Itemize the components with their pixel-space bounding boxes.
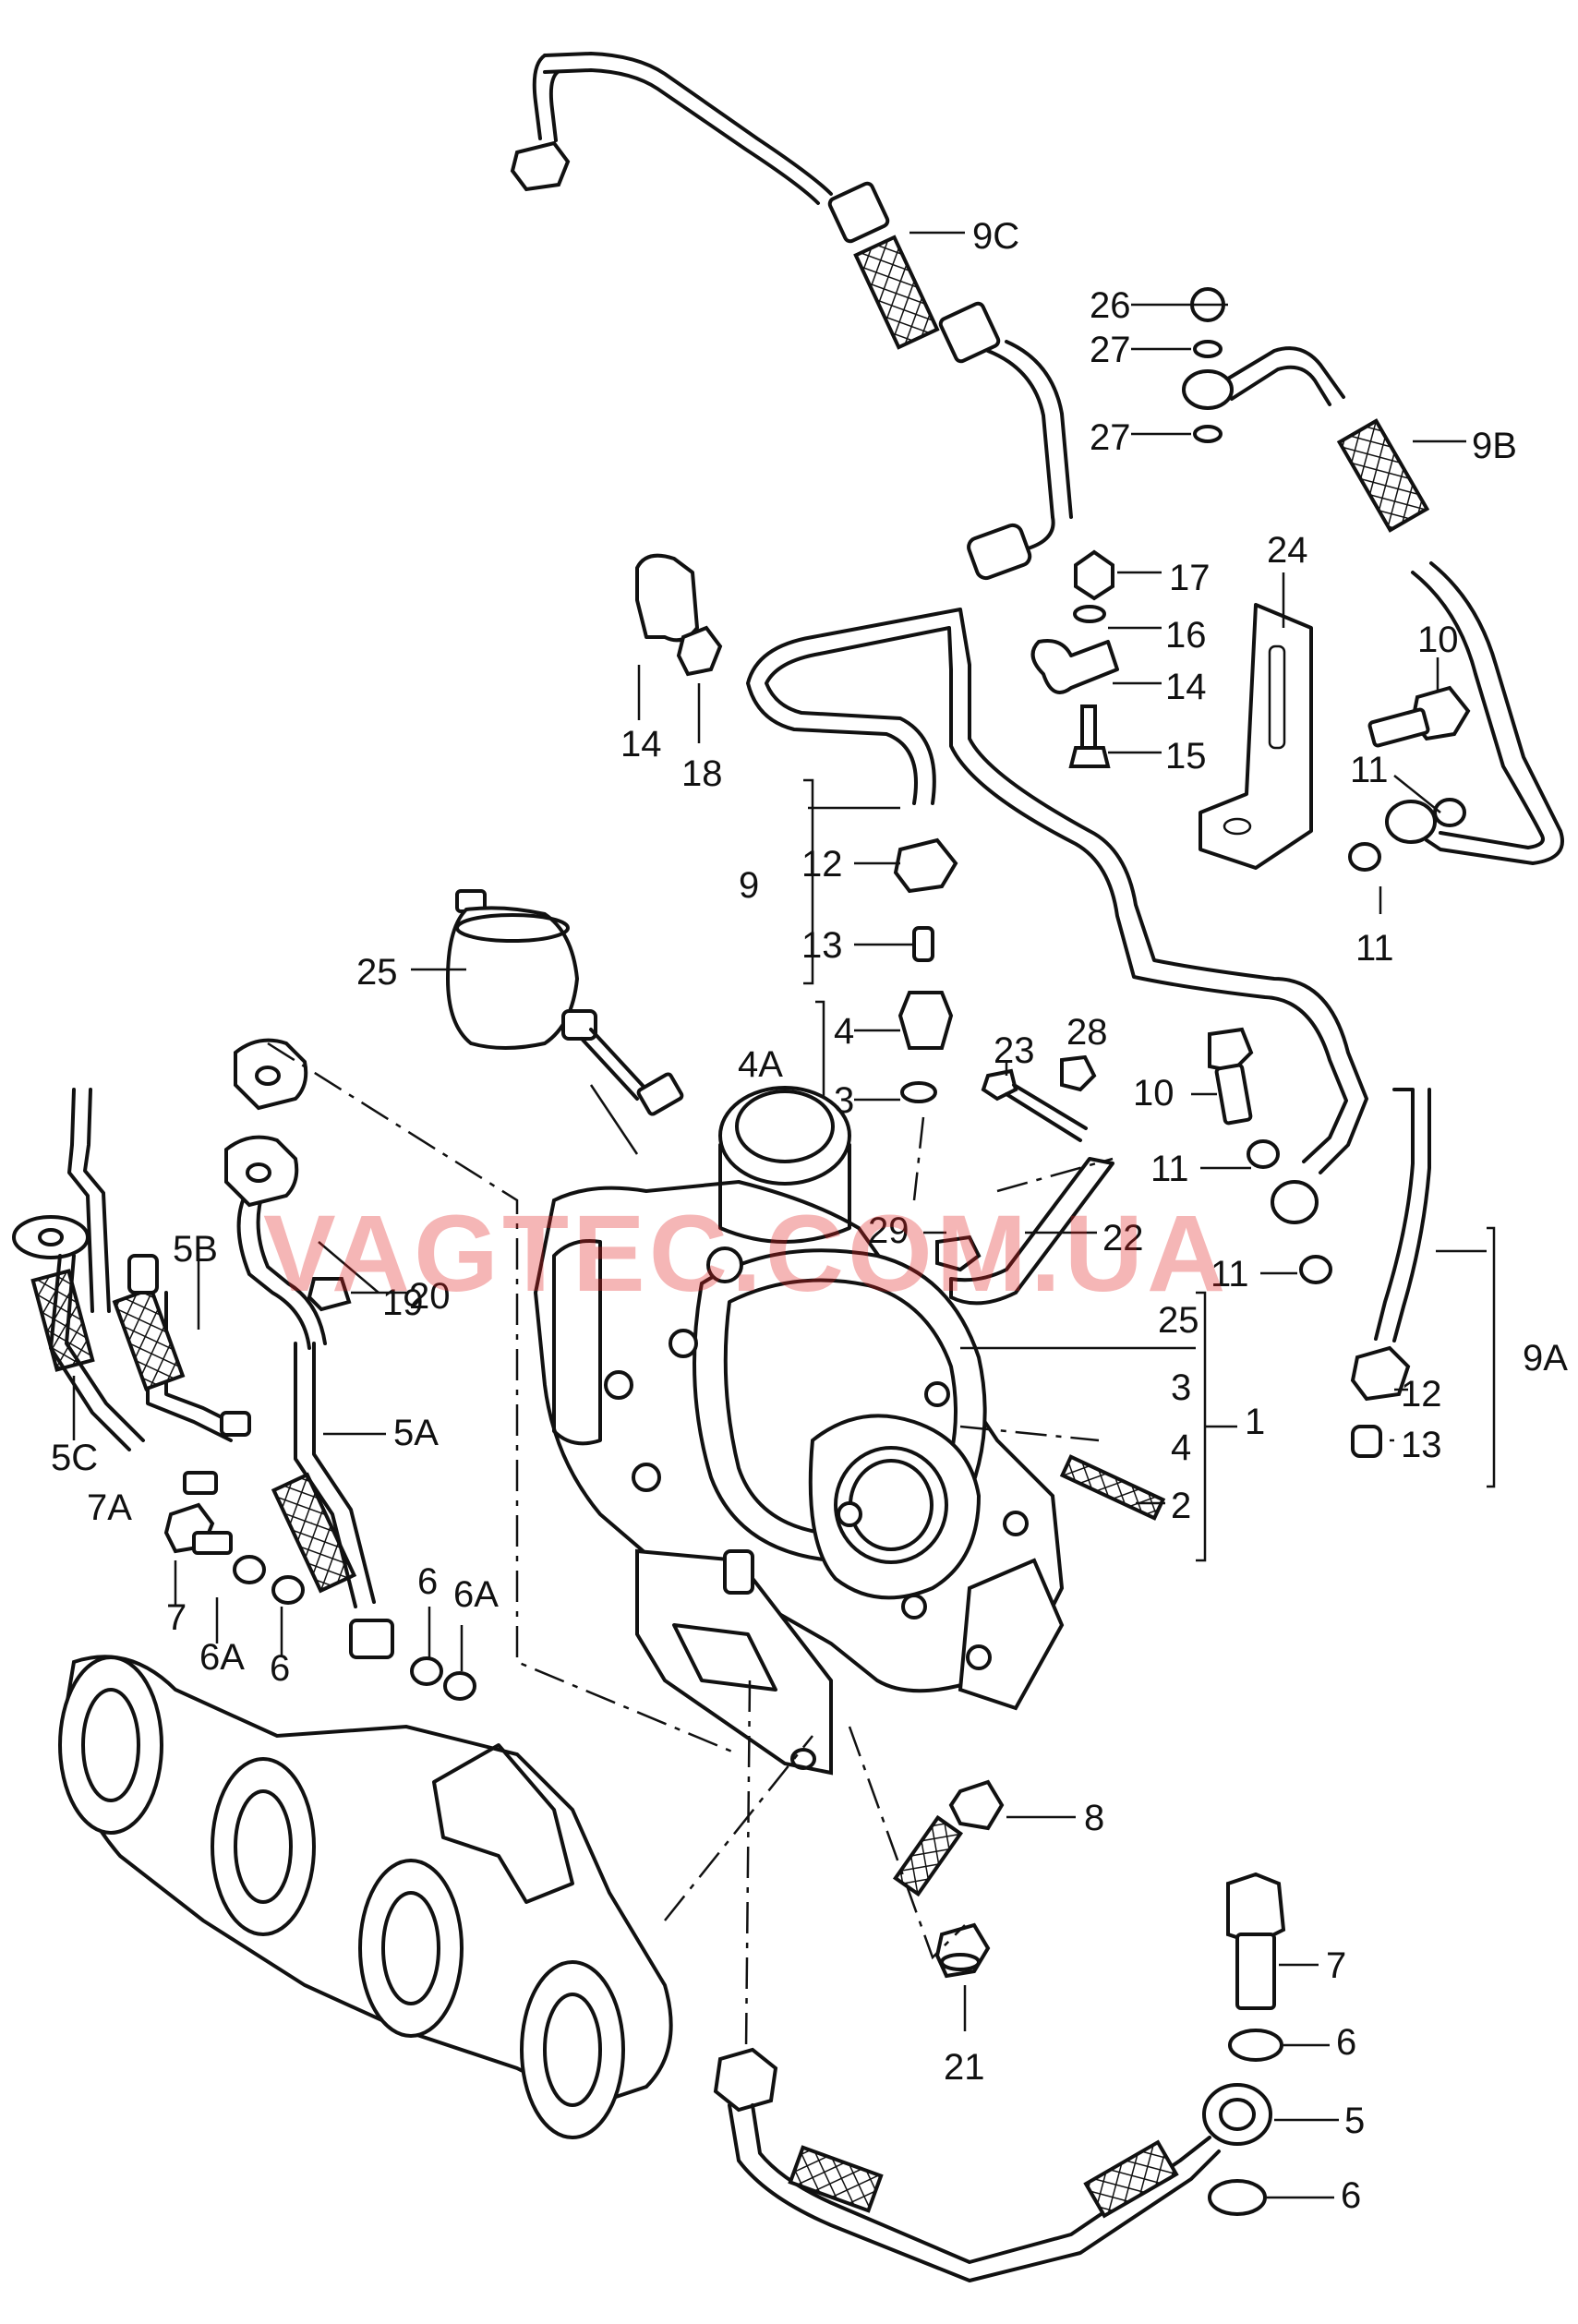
banjo-bolt-10-11 (1191, 657, 1471, 1284)
turbocharger-body (533, 1086, 1065, 1776)
callout-c-2: 2 (1171, 1486, 1191, 1526)
oil-line-9c (510, 52, 1073, 581)
callout-c-14b: 14 (620, 724, 662, 765)
bracket-24 (1199, 572, 1313, 870)
clamp-assembly (635, 549, 1162, 768)
callout-c-11a: 11 (1350, 750, 1389, 790)
callout-c-5c: 5C (51, 1438, 98, 1478)
callout-c-13a: 13 (801, 925, 843, 966)
callout-c-10a: 10 (1417, 620, 1459, 660)
callout-c-9b: 9B (1472, 426, 1517, 466)
callout-c-5a: 5A (393, 1413, 439, 1453)
callout-c-6e: 6 (1341, 2175, 1361, 2216)
callout-c-6b: 6 (270, 1648, 290, 1689)
callout-c-3b: 3 (1171, 1367, 1191, 1408)
callout-c-7b: 7 (166, 1597, 187, 1638)
watermark-text: VAGTEC.COM.UA (263, 1193, 1229, 1315)
callout-c-11b: 11 (1355, 928, 1394, 969)
callout-c-23: 23 (994, 1030, 1035, 1071)
gasket-19 (224, 1038, 406, 1312)
callout-c-20: 20 (409, 1276, 451, 1317)
callout-c-16: 16 (1165, 615, 1207, 656)
callout-c-25b: 25 (1158, 1300, 1199, 1341)
callout-c-26: 26 (1090, 285, 1131, 326)
coolant-lines-5 (12, 1088, 476, 1701)
callout-c-14a: 14 (1165, 667, 1207, 707)
oil-line-9b (1131, 287, 1564, 872)
callout-c-4a: 4A (738, 1044, 783, 1085)
callout-c-18: 18 (681, 753, 723, 794)
callout-c-27b: 27 (1090, 417, 1131, 458)
exhaust-manifold (58, 1655, 673, 2139)
callout-c-4: 4 (834, 1011, 854, 1052)
callout-c-7a: 7A (87, 1487, 132, 1528)
callout-c-9a: 9A (1523, 1338, 1568, 1379)
callout-c-5: 5 (1344, 2101, 1365, 2141)
callout-c-8: 8 (1084, 1798, 1104, 1838)
callout-c-15: 15 (1165, 736, 1207, 777)
callout-c-10b: 10 (1133, 1073, 1174, 1114)
oil-pipe-9a (1350, 1088, 1496, 1488)
callout-c-5b: 5B (173, 1229, 218, 1270)
callout-c-22: 22 (1102, 1218, 1144, 1258)
callout-c-29: 29 (868, 1210, 909, 1251)
stud-2-and-group-1 (960, 1291, 1237, 1562)
bolt-21 (934, 1922, 991, 2031)
callout-c-9: 9 (739, 865, 759, 906)
bolt-8 (892, 1779, 1076, 1897)
callout-c-13b: 13 (1401, 1425, 1442, 1465)
callout-c-1: 1 (1245, 1402, 1265, 1442)
callout-c-3: 3 (834, 1080, 854, 1121)
callout-c-25a: 25 (356, 952, 398, 993)
callout-c-6ad: 6A (453, 1574, 499, 1615)
callout-c-24: 24 (1267, 530, 1308, 571)
callout-c-27a: 27 (1090, 330, 1131, 370)
callout-c-6d: 6 (1336, 2022, 1356, 2063)
callout-c-12a: 12 (801, 844, 843, 885)
callout-c-11d: 11 (1211, 1254, 1249, 1294)
callout-c-6c: 6 (417, 1561, 438, 1602)
callout-c-7c: 7 (1326, 1945, 1346, 1986)
assembly-guide-lines (267, 1042, 1114, 1960)
oil-pipe-9 (746, 608, 1368, 1174)
callout-c-19: 19 (382, 1282, 424, 1323)
callout-c-21: 21 (944, 2047, 985, 2088)
bolt-bracket-22-23-28-29 (923, 1054, 1114, 1306)
callout-c-28: 28 (1066, 1012, 1108, 1053)
callout-c-6a: 6A (199, 1637, 245, 1678)
oil-return-line (713, 1680, 1339, 2282)
callout-c-11c: 11 (1150, 1149, 1189, 1189)
callout-c-4b: 4 (1171, 1427, 1191, 1468)
callout-c-9c: 9C (972, 216, 1019, 257)
callout-c-12b: 12 (1401, 1374, 1442, 1415)
callout-c-17: 17 (1169, 558, 1211, 598)
vacuum-actuator-25 (411, 889, 684, 1155)
